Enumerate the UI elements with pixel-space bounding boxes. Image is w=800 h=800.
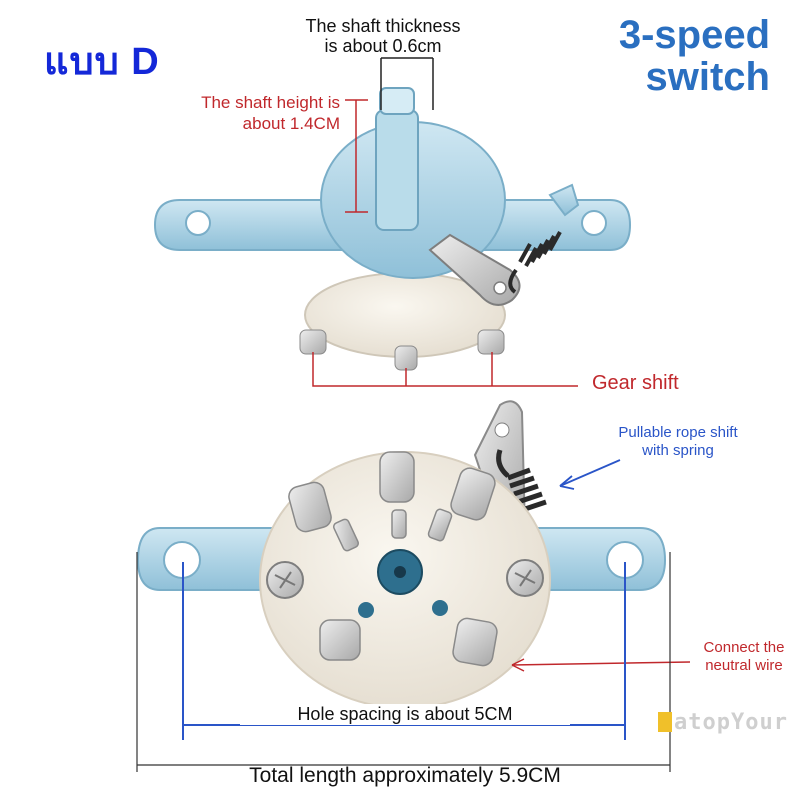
product-title: 3-speed switch	[570, 14, 770, 98]
terminal-2	[394, 345, 418, 371]
neutral-wire-caption: Connect the neutral wire	[690, 639, 798, 675]
terminal-3	[477, 329, 505, 355]
title-line-1: 3-speed	[618, 13, 770, 57]
pullable-rope-line-1: Pullable rope shift	[618, 424, 738, 441]
shaft-thickness-line-1: The shaft thickness	[305, 16, 461, 36]
spring-top	[508, 231, 562, 294]
title-line-2: switch	[645, 55, 770, 99]
shaft-height-line-1: The shaft height is	[201, 93, 340, 112]
bottom-terminals	[288, 451, 498, 667]
shaft-tip	[379, 87, 415, 115]
switch-bottom-view	[136, 400, 667, 709]
brand-logo-icon	[658, 712, 672, 732]
mount-hole-right	[581, 210, 607, 236]
neutral-wire-line-2: neutral wire	[705, 657, 783, 674]
terminal-1	[299, 329, 327, 355]
dimension-lines	[136, 57, 691, 772]
variant-label: แบบ D	[44, 41, 160, 83]
watermark: atopYour	[658, 710, 788, 735]
shaft-height-line-2: about 1.4CM	[242, 114, 340, 133]
mount-hole-left	[185, 210, 211, 236]
shaft	[375, 109, 419, 231]
spring-bottom	[496, 449, 547, 513]
pullable-rope-line-2: with spring	[642, 442, 714, 459]
neutral-wire-line-1: Connect the	[703, 639, 785, 656]
watermark-text: atopYour	[674, 710, 788, 735]
switch-top-view	[153, 87, 632, 371]
shaft-thickness-caption: The shaft thickness is about 0.6cm	[278, 16, 488, 56]
total-length-caption: Total length approximately 5.9CM	[249, 764, 561, 787]
hole-spacing-caption: Hole spacing is about 5CM	[240, 704, 570, 725]
shaft-height-caption: The shaft height is about 1.4CM	[150, 92, 340, 134]
pullable-rope-caption: Pullable rope shift with spring	[598, 424, 758, 460]
shaft-thickness-line-2: is about 0.6cm	[324, 36, 442, 56]
gear-shift-caption: Gear shift	[592, 372, 679, 394]
